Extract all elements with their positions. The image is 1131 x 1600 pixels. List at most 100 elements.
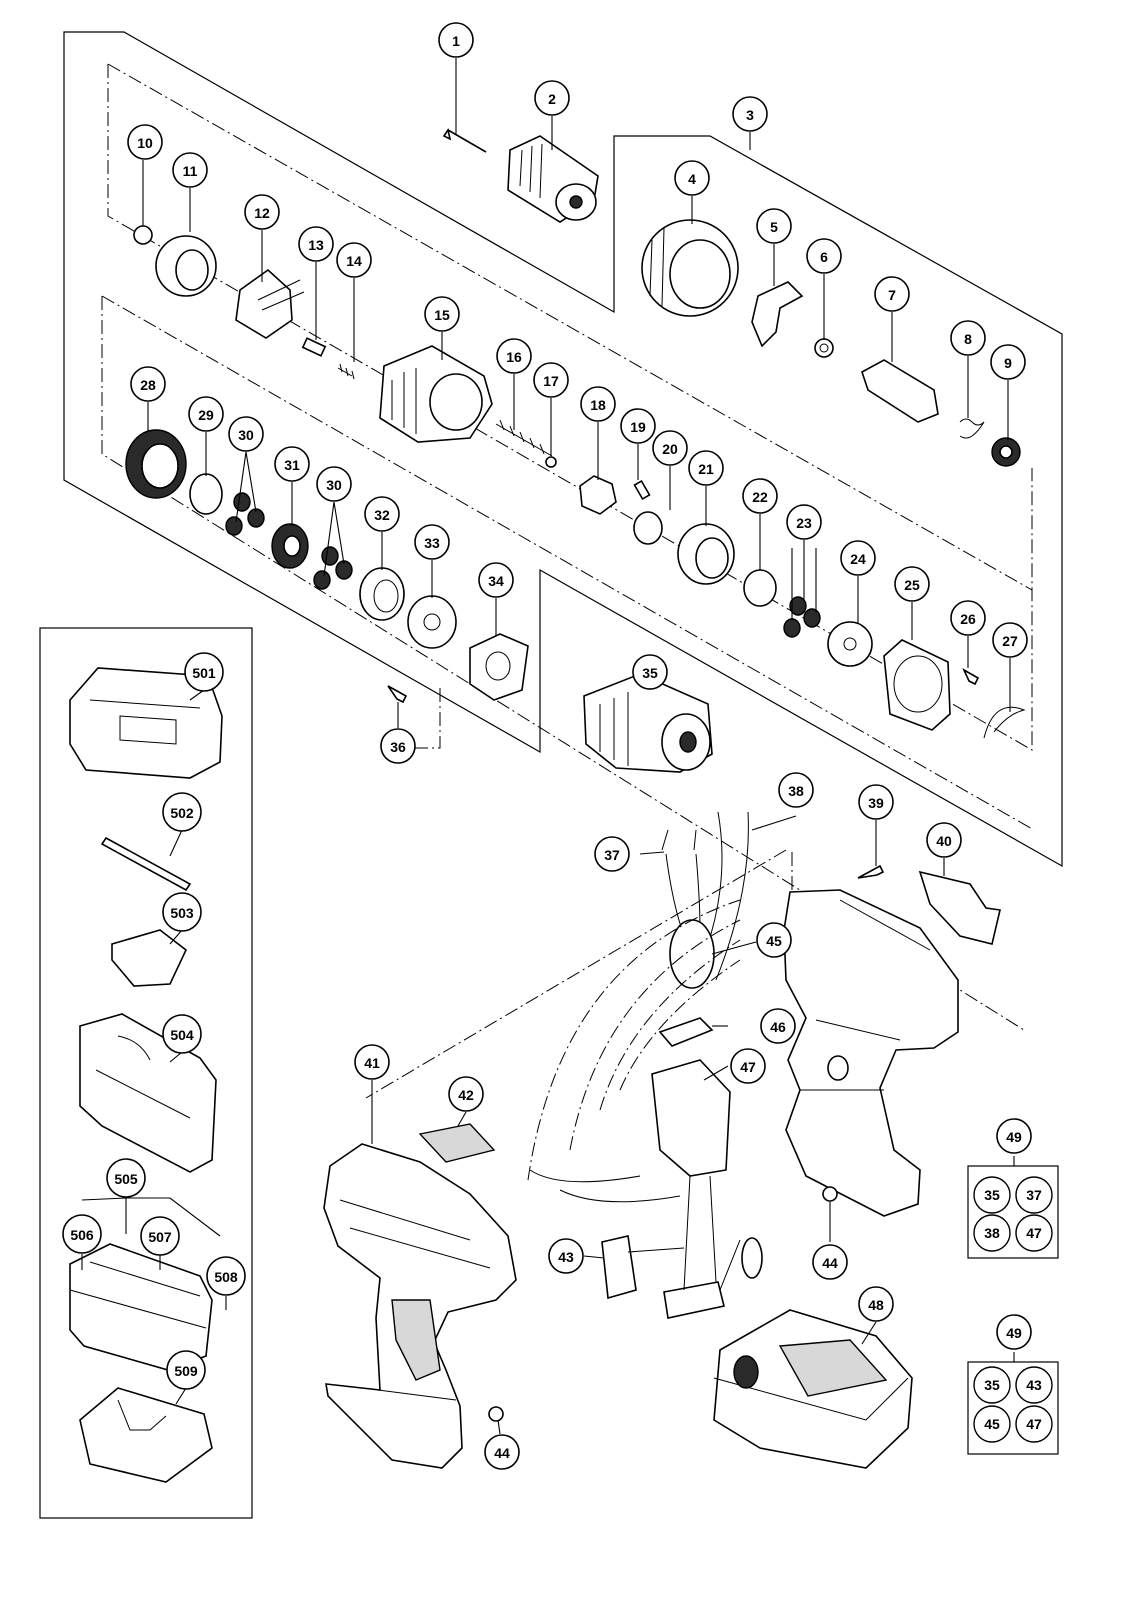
- kit-box-2: 35 43 45 47: [967, 1361, 1059, 1455]
- callout-circle: [534, 80, 570, 116]
- callout-number: 509: [174, 1363, 198, 1379]
- callout-circle: [996, 1314, 1032, 1350]
- callout-number: 7: [888, 287, 896, 303]
- callout-circle: [760, 1008, 796, 1044]
- callout-hook: 503: [162, 892, 202, 932]
- callout-circle: [62, 1214, 102, 1254]
- callout-lead-wire: 38: [778, 772, 814, 808]
- callout-circle: [533, 362, 569, 398]
- callout-number: 20: [662, 441, 678, 457]
- callout-number: 22: [752, 489, 768, 505]
- callout-housing: 25: [894, 566, 930, 602]
- callout-circle: [812, 1244, 848, 1280]
- callout-steel-ball: 17: [533, 362, 569, 398]
- callout-circle: [438, 22, 474, 58]
- callout-pin: 13: [298, 226, 334, 262]
- callout-number: 32: [374, 507, 390, 523]
- callout-circle: [496, 338, 532, 374]
- callout-number: 24: [850, 551, 866, 567]
- callout-circle: [688, 450, 724, 486]
- callout-lead-wire: 37: [594, 836, 630, 872]
- callout-number: 45: [766, 933, 782, 949]
- callout-circle: [674, 160, 710, 196]
- callout-plate: 12: [244, 194, 280, 230]
- callout-kit: 49: [996, 1314, 1032, 1350]
- callout-number: 6: [820, 249, 828, 265]
- callout-circle: [990, 344, 1026, 380]
- kit-2-item-3: 45: [984, 1416, 1000, 1432]
- leader-lines: [81, 58, 1015, 1435]
- callout-number: 503: [170, 905, 194, 921]
- callout-number: 34: [488, 573, 504, 589]
- callout-number: 28: [140, 377, 156, 393]
- callout-circle: [840, 540, 876, 576]
- callout-circle: [184, 652, 224, 692]
- callout-number: 501: [192, 665, 216, 681]
- callout-number: 25: [904, 577, 920, 593]
- callout-layer: 1234567891011121314151617181920212223242…: [62, 22, 1032, 1470]
- callout-circle: [162, 792, 202, 832]
- callout-number: 11: [183, 163, 198, 179]
- callout-gear-case: 15: [424, 296, 460, 332]
- callout-circle: [778, 772, 814, 808]
- kit-2-item-2: 43: [1026, 1377, 1042, 1393]
- callout-number: 4: [688, 171, 696, 187]
- callout-number: 2: [548, 91, 556, 107]
- callout-circle: [354, 1044, 390, 1080]
- callout-number: 10: [137, 135, 153, 151]
- housing-left-drawing: [323, 1143, 517, 1469]
- callout-pin: 19: [620, 408, 656, 444]
- callout-number: 29: [198, 407, 214, 423]
- callout-collar: 20: [652, 430, 688, 466]
- callout-number: 504: [170, 1027, 194, 1043]
- callout-planet-gears: 30: [316, 466, 352, 502]
- callout-clutch-assembly: 3: [732, 96, 768, 132]
- callout-circle: [424, 296, 460, 332]
- callout-circle: [756, 922, 792, 958]
- callout-circle: [448, 1076, 484, 1112]
- callout-circle: [130, 366, 166, 402]
- accessory-panel: [39, 627, 253, 1519]
- callout-circle: [162, 892, 202, 932]
- callout-housing-left: 41: [354, 1044, 390, 1080]
- callout-ring-gear: 21: [688, 450, 724, 486]
- callout-number: 37: [604, 847, 620, 863]
- callout-spring: 16: [496, 338, 532, 374]
- callout-battery: 48: [858, 1286, 894, 1322]
- callout-number: 508: [214, 1269, 238, 1285]
- callout-tube: 43: [548, 1238, 584, 1274]
- callout-carrier-gear: 31: [274, 446, 310, 482]
- callout-circle: [950, 320, 986, 356]
- clutch-dial-drawing: [641, 219, 739, 317]
- callout-number: 13: [308, 237, 324, 253]
- callout-circle: [380, 728, 416, 764]
- callout-number: 30: [326, 477, 342, 493]
- callout-number: 30: [238, 427, 254, 443]
- kit-1-item-2: 37: [1026, 1187, 1042, 1203]
- callout-number: 19: [630, 419, 646, 435]
- callout-number: 3: [746, 107, 754, 123]
- callout-kit: 49: [996, 1118, 1032, 1154]
- callout-circle: [298, 226, 334, 262]
- callout-number: 40: [936, 833, 952, 849]
- drill-chuck-drawing: [507, 135, 599, 223]
- callout-number: 507: [148, 1229, 172, 1245]
- callout-circle: [732, 96, 768, 132]
- callout-case-part: 506: [62, 1214, 102, 1254]
- housing-right-drawing: [783, 889, 959, 1217]
- callout-clutch-dial: 4: [674, 160, 710, 196]
- callout-case-part: 508: [206, 1256, 246, 1296]
- callout-number: 506: [70, 1227, 94, 1243]
- callout-circle: [274, 446, 310, 482]
- callout-number: 505: [114, 1171, 138, 1187]
- callout-number: 31: [284, 457, 300, 473]
- callout-number: 17: [543, 373, 559, 389]
- callout-number: 5: [770, 219, 778, 235]
- callout-number: 44: [822, 1255, 838, 1271]
- callout-number: 27: [1002, 633, 1018, 649]
- callout-number: 39: [868, 795, 884, 811]
- callout-circle: [858, 784, 894, 820]
- callout-gear: 18: [580, 386, 616, 422]
- callout-spring: 8: [950, 320, 986, 356]
- group-frames: [63, 31, 1063, 1099]
